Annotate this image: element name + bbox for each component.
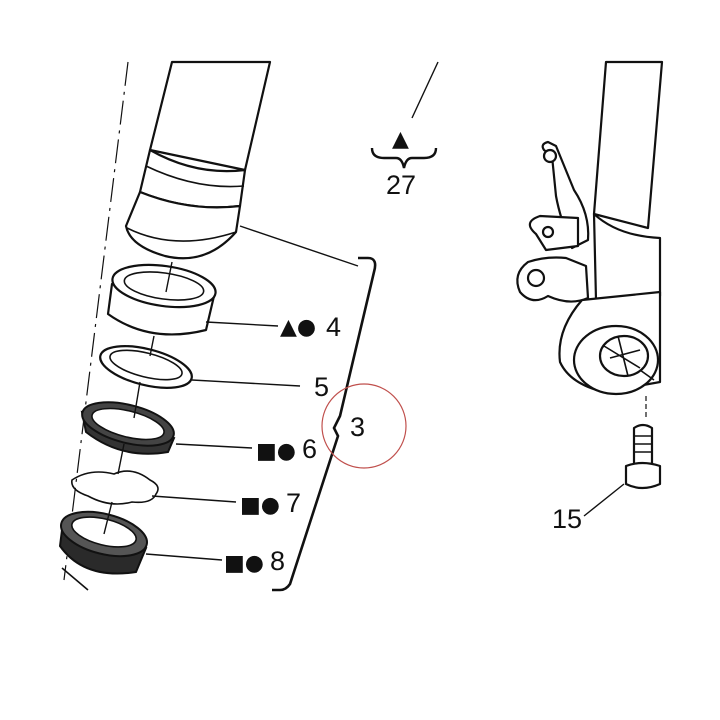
callout-4-symbols: ▲●	[280, 315, 316, 340]
callout-5: 5	[314, 372, 329, 402]
callout-8-number: 8	[270, 546, 285, 576]
callout-4-number: 4	[326, 312, 341, 342]
part-8-dust-seal	[58, 510, 148, 575]
brace-icon	[370, 147, 438, 169]
part-6-oil-seal	[80, 401, 176, 455]
callout-8-symbols: ■●	[224, 551, 264, 576]
callout-27: ▲ 27	[386, 127, 416, 200]
callout-6-symbols: ■●	[256, 439, 296, 464]
bolt-15	[624, 396, 662, 490]
callout-15-number: 15	[552, 504, 582, 534]
callout-27-number: 27	[386, 170, 416, 200]
callout-6: ■● 6	[256, 434, 317, 464]
callout-8: ■● 8	[224, 546, 285, 576]
part-7-retaining-clip	[71, 470, 159, 505]
callout-4: ▲● 4	[280, 312, 341, 342]
leader-lines	[145, 61, 625, 561]
callout-3-number: 3	[350, 412, 365, 442]
callout-7: ■● 7	[240, 488, 301, 518]
callout-5-number: 5	[314, 372, 329, 402]
callout-7-symbols: ■●	[240, 493, 280, 518]
highlight-circle	[321, 383, 407, 469]
fork-leg-assembly	[516, 60, 664, 396]
callout-3: 3	[350, 412, 365, 442]
slider-edge-line	[61, 567, 89, 591]
center-axis-line	[63, 61, 129, 581]
callout-27-symbols: ▲	[392, 127, 409, 152]
callout-7-number: 7	[286, 488, 301, 518]
callout-6-number: 6	[302, 434, 317, 464]
group-bracket	[272, 256, 377, 592]
part-5-washer	[99, 345, 193, 389]
callout-15: 15	[552, 504, 582, 534]
fork-tube	[124, 60, 272, 260]
part-4-bushing	[106, 263, 217, 336]
axis-connectors	[103, 261, 173, 535]
